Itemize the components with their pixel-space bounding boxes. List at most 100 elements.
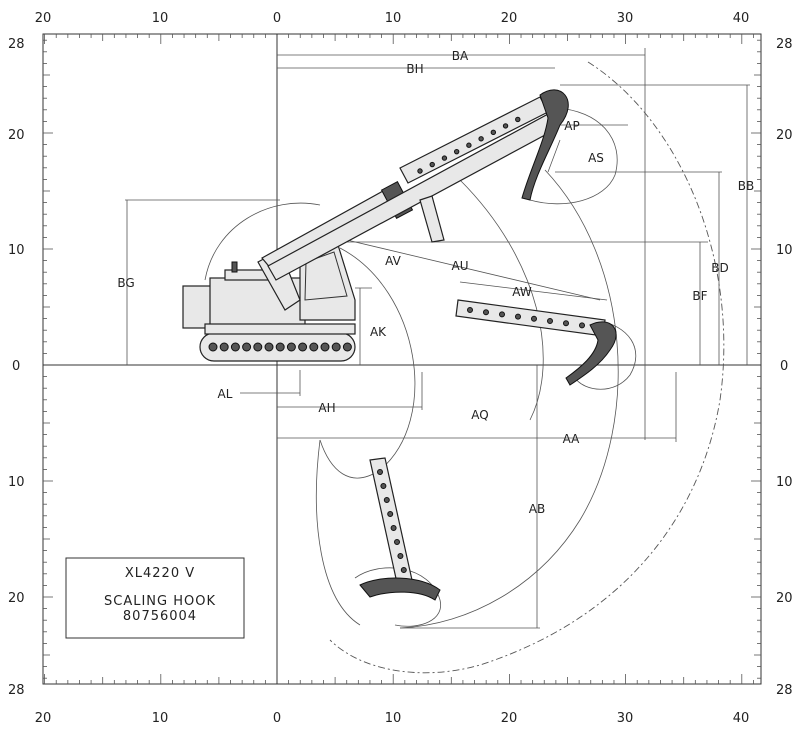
x-tick-bottom-20: 20 [35,711,52,726]
cab-window [304,251,348,301]
track-roller [264,342,274,352]
dim-label-al: AL [218,387,233,401]
boom-hole [466,142,472,148]
arm-down-position [359,457,441,601]
y-tick-right-0: 0 [780,359,788,374]
inner-reach-envelope [459,179,544,421]
scaling-hook-middle [565,321,617,386]
boom-hole [453,148,460,155]
x-tick-bottom-10b: 10 [385,711,402,726]
track-roller [342,342,352,352]
y-tick-left-28b: 28 [8,683,25,698]
x-tick-top-0: 0 [273,11,281,26]
arm-hole [547,318,553,324]
boom-hole [417,168,423,174]
track-roller [208,342,218,352]
hook-bracket-upper [419,195,445,243]
arm-hole [467,307,473,313]
track-roller [331,342,341,352]
track-roller [309,342,319,352]
attachment-part-number: 80756004 [123,609,197,624]
dim-label-aq: AQ [471,408,488,422]
track-roller [253,342,263,352]
dim-label-bb: BB [738,179,754,193]
track-links [208,342,352,352]
boom-hole [490,129,497,136]
arm-hole [383,497,390,503]
mid-head-arc [574,319,637,390]
dim-label-bg: BG [117,276,134,290]
boom-hole [502,123,509,129]
x-tick-bottom-10: 10 [152,711,169,726]
boom-hole [441,155,448,161]
x-tick-top-30: 30 [617,11,634,26]
low-head-arc [354,567,441,627]
boom-hole [478,136,484,142]
x-tick-top-10: 10 [152,11,169,26]
arm-hole [377,469,383,475]
arm-extended-position [455,299,617,386]
arm-hole [531,315,537,322]
dim-label-av: AV [385,254,401,268]
axis-ticks [43,34,761,684]
x-tick-top-40: 40 [733,11,750,26]
attachment-name: SCALING HOOK [104,594,216,609]
arm-hole [390,525,397,531]
outer-frame [42,33,762,685]
boom-hole [515,116,521,123]
arm-hole [400,567,407,573]
arm-hole [499,311,505,318]
track-roller [298,342,308,352]
boom-holes [417,116,521,174]
dim-label-ba: BA [452,49,469,63]
y-tick-right-28b: 28 [776,683,793,698]
platform [204,323,356,335]
outer-reach-envelope [329,61,725,674]
middle-reach-envelope [399,169,619,629]
exhaust-pipe [231,261,238,273]
inner-arc-a [319,247,416,479]
arm-hole [380,483,387,489]
dim-label-bh: BH [406,62,423,76]
arm-hole [483,309,489,316]
boom-hole [429,161,435,168]
arm-hole [394,539,400,545]
model-info-box [65,557,245,639]
arm-down-holes [377,469,407,573]
y-tick-left-20b: 20 [8,591,25,606]
y-tick-right-28: 28 [776,37,793,52]
x-tick-top-10b: 10 [385,11,402,26]
track-roller [286,342,296,352]
dim-label-au: AU [452,259,469,273]
y-tick-right-10: 10 [776,243,793,258]
swing-arc-rear [204,202,321,281]
upper-head-arc [529,107,618,205]
y-tick-right-10b: 10 [776,475,793,490]
x-tick-bottom-0: 0 [273,711,281,726]
dim-label-aa: AA [563,432,581,446]
dim-label-ab: AB [529,502,545,516]
main-boom [267,112,559,281]
dim-label-bf: BF [692,289,707,303]
y-tick-left-0: 0 [12,359,20,374]
track-roller [230,342,240,352]
track-roller [242,342,252,352]
dim-label-ak: AK [370,325,387,339]
x-tick-top-20b: 20 [501,11,518,26]
scaling-hook-upper [521,89,569,201]
track-roller [219,342,229,352]
scaling-hook-lower [359,577,441,601]
dim-label-as: AS [588,151,604,165]
dim-label-ah: AH [318,401,335,415]
dim-label-bd: BD [711,261,728,275]
dim-label-aw: AW [512,285,532,299]
counterweight [182,285,214,329]
y-tick-left-20: 20 [8,128,25,143]
excavator-machine [182,89,569,362]
arm-holes [467,307,585,329]
y-tick-right-20: 20 [776,128,793,143]
x-tick-bottom-20b: 20 [501,711,518,726]
y-tick-left-10b: 10 [8,475,25,490]
model-name: XL4220 V [125,566,195,581]
